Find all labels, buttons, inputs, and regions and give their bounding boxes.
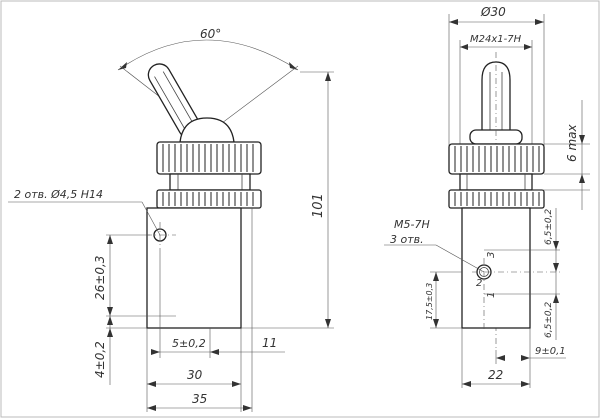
dim-width-30: 30 <box>187 368 203 382</box>
dim-diameter: Ø30 <box>480 5 506 19</box>
angle-arc <box>117 39 299 71</box>
knurled-nut-bottom <box>156 189 262 209</box>
port-3: 3 <box>486 252 497 258</box>
hole-note: 2 отв. Ø4,5 H14 <box>14 188 103 201</box>
dim-175: 17,5±0,3 <box>425 283 434 320</box>
dim-bottom-offset: 4±0,2 <box>93 341 107 378</box>
angle-arrow-right <box>289 62 298 70</box>
dim-side: 11 <box>262 336 277 350</box>
angle-arrow-left <box>118 62 127 70</box>
valve-body-right <box>461 207 531 329</box>
threaded-neck-right <box>459 173 533 191</box>
dim-total-height: 101 <box>311 193 326 218</box>
angle-label: 60° <box>200 27 221 41</box>
dim-hole-spacing: 26±0,3 <box>93 256 107 300</box>
knurled-nut-top <box>156 141 262 175</box>
threaded-neck <box>169 173 251 191</box>
port-count: 3 отв. <box>390 233 424 246</box>
dim-lower-65: 6,5±0,2 <box>544 302 554 338</box>
angle-extension-right <box>209 65 299 133</box>
port-thread: M5-7H <box>394 218 430 231</box>
valve-body <box>146 207 242 329</box>
port-2: 2 <box>476 278 482 289</box>
dim-9: 9±0,1 <box>535 346 566 357</box>
right-view: Ø30 M24x1-7H <box>384 5 590 388</box>
knurl-lines-bottom <box>162 192 254 206</box>
thread-label: M24x1-7H <box>470 34 522 45</box>
port-1: 1 <box>486 292 497 298</box>
dim-upper-65: 6,5±0,2 <box>544 209 554 245</box>
knurl-lines-right-top <box>454 146 540 172</box>
knurl-lines-right-bottom <box>454 192 540 206</box>
dim-22: 22 <box>488 368 503 382</box>
left-view: 60° <box>8 27 334 412</box>
knurl-lines-top <box>162 144 254 172</box>
lever-vertical <box>481 61 511 143</box>
dim-hole-x: 5±0,2 <box>172 337 206 350</box>
dim-max: 6 max <box>565 124 579 162</box>
dim-width-35: 35 <box>192 392 207 406</box>
lever-boss <box>179 117 235 143</box>
